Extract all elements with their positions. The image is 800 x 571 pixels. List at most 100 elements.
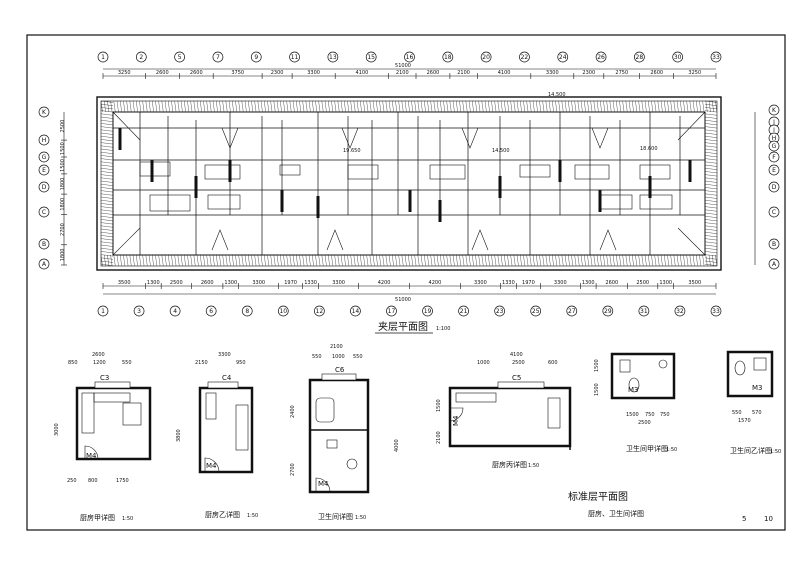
left-dim-0: 2500 xyxy=(60,120,66,133)
plan-label-4: 18.600 xyxy=(640,146,658,152)
detail-toilet-a: M3 1500 750 750 2500 1500 1500 卫生间甲详图 1:… xyxy=(594,352,677,453)
c4-dim-1: 3300 xyxy=(218,352,231,358)
axis-bottom-1: 1 xyxy=(101,308,105,315)
axis-left-G: G xyxy=(42,154,47,161)
left-dim-1: 1500 xyxy=(60,142,66,155)
axis-top-33: 33 xyxy=(712,54,720,61)
total-dim-bottom: 51000 xyxy=(395,297,411,303)
c5-dim-3: 2500 xyxy=(512,360,525,366)
top-dim-0: 3250 xyxy=(118,70,131,76)
top-dim-11: 3300 xyxy=(546,70,559,76)
axis-top-18: 18 xyxy=(444,54,452,61)
plan-wall-line xyxy=(112,111,706,256)
left-dim-4: 1800 xyxy=(60,198,66,211)
top-dim-3: 3750 xyxy=(231,70,244,76)
axis-right-K: K xyxy=(772,107,777,114)
axis-left-H: H xyxy=(42,137,47,144)
standard-floor-subtitle: 厨房、卫生间详图 xyxy=(588,509,644,518)
bottom-dim-15: 1300 xyxy=(582,280,595,286)
axis-top-24: 24 xyxy=(559,54,567,61)
axis-left-C: C xyxy=(42,209,46,216)
axis-bottom-29: 29 xyxy=(604,308,612,315)
axis-right-D: D xyxy=(772,184,777,191)
plan-label-1: 14.500 xyxy=(548,92,566,98)
axis-left-D: D xyxy=(42,184,47,191)
c6-dim-1: 2100 xyxy=(330,344,343,350)
c3-bottom-dim-3: 1750 xyxy=(116,478,129,484)
axis-bottom-10: 10 xyxy=(279,308,287,315)
bottom-dim-5: 3300 xyxy=(252,280,265,286)
axis-right-C: C xyxy=(772,209,776,216)
axis-bottom-8: 8 xyxy=(245,308,249,315)
wc2-door-label: M3 xyxy=(752,384,763,392)
c5-dim-4: 600 xyxy=(548,360,558,366)
c6-door-label: M4 xyxy=(318,480,329,488)
top-dim-9: 2100 xyxy=(457,70,470,76)
c5-door-label: M4 xyxy=(452,415,460,426)
axis-right-I: I xyxy=(773,127,775,134)
detail-toilet-b: M3 550 570 1570 卫生间乙详图 1:50 xyxy=(726,350,781,455)
c5-dim-2: 1000 xyxy=(477,360,490,366)
detail-kitchen-c: C5 M4 4100 1000 2500 600 1500 2100 厨房丙详图… xyxy=(436,352,572,469)
sheet-border xyxy=(26,34,786,531)
bottom-dim-11: 3300 xyxy=(474,280,487,286)
c6-side-dim-1: 2400 xyxy=(290,405,296,418)
axis-bottom-6: 6 xyxy=(209,308,213,315)
top-dim-2: 2600 xyxy=(190,70,203,76)
axis-bottom-23: 23 xyxy=(496,308,504,315)
c5-side-dim-2: 2100 xyxy=(436,431,442,444)
axis-top-2: 2 xyxy=(139,54,143,61)
c4-title: 厨房乙详图 xyxy=(205,510,240,519)
axis-bottom-27: 27 xyxy=(568,308,576,315)
wc1-scale: 1:50 xyxy=(666,447,677,453)
axis-top-28: 28 xyxy=(636,54,644,61)
top-dim-13: 2750 xyxy=(615,70,628,76)
main-plan-scale: 1:100 xyxy=(436,326,450,332)
axis-left-K: K xyxy=(42,109,47,116)
top-dim-15: 3250 xyxy=(688,70,701,76)
axis-top-5: 5 xyxy=(178,54,182,61)
c4-side-dim: 3800 xyxy=(176,429,182,442)
axis-right-B: B xyxy=(772,241,776,248)
c6-scale: 1:50 xyxy=(355,515,366,521)
c6-dim-4: 550 xyxy=(353,354,363,360)
wc2-dim-2: 570 xyxy=(752,410,762,416)
axis-bottom-21: 21 xyxy=(460,308,468,315)
sheet-number: 5 xyxy=(742,515,746,523)
axis-bottom-31: 31 xyxy=(640,308,648,315)
axis-top-26: 26 xyxy=(597,54,605,61)
roof-tile-hatch xyxy=(100,100,718,267)
top-dim-5: 3300 xyxy=(307,70,320,76)
wc1-dim-3: 750 xyxy=(660,412,670,418)
bottom-dim-18: 1300 xyxy=(659,280,672,286)
top-dim-10: 4100 xyxy=(498,70,511,76)
axis-top-1: 1 xyxy=(101,54,105,61)
bottom-dim-8: 3300 xyxy=(332,280,345,286)
wc1-door-label: M3 xyxy=(628,386,639,394)
axis-left-A: A xyxy=(42,261,47,268)
top-dim-8: 2600 xyxy=(427,70,440,76)
axis-top-15: 15 xyxy=(367,54,375,61)
bottom-dim-12: 1330 xyxy=(502,280,515,286)
c3-bottom-dim-2: 800 xyxy=(88,478,98,484)
plan-outline xyxy=(96,96,722,271)
bottom-dim-7: 1330 xyxy=(304,280,317,286)
c6-dim-3: 1000 xyxy=(332,354,345,360)
wc1-dim-2: 750 xyxy=(645,412,655,418)
axis-right-H: H xyxy=(772,135,777,142)
axis-bottom-14: 14 xyxy=(352,308,360,315)
bottom-dim-1: 1300 xyxy=(147,280,160,286)
axis-top-16: 16 xyxy=(406,54,414,61)
axis-right-A: A xyxy=(772,261,777,268)
axis-top-20: 20 xyxy=(482,54,490,61)
bottom-dim-0: 3500 xyxy=(118,280,131,286)
plan-annotations: 14.500 19.650 14.500 18.600 xyxy=(343,92,658,154)
axis-bottom-33: 33 xyxy=(712,308,720,315)
c3-dim-1: 2600 xyxy=(92,352,105,358)
sheet-total: 10 xyxy=(764,515,773,523)
c5-window-label: C5 xyxy=(512,374,521,382)
c6-side-dim-2: 2700 xyxy=(290,463,296,476)
